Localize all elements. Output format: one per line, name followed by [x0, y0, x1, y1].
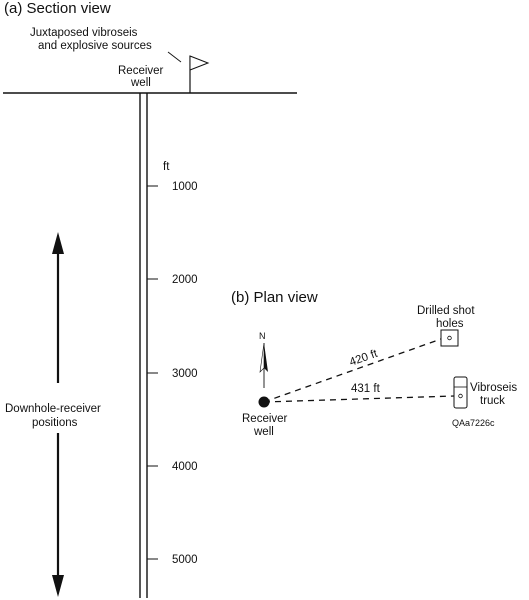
truck-path-dashed-line — [263, 395, 455, 403]
north-arrow-icon — [259, 342, 268, 388]
source-leader-line — [167, 51, 182, 63]
shot-holes-icon — [440, 329, 459, 347]
depth-tick-label: 3000 — [172, 368, 198, 380]
vibroseis-truck-icon — [453, 376, 468, 409]
shot-path-dashed-line — [263, 338, 442, 403]
truck-distance-label: 431 ft — [351, 383, 381, 395]
depth-tick-label: 1000 — [172, 181, 198, 193]
depth-tick-5000: 5000 — [147, 554, 198, 566]
depth-tick-2000: 2000 — [147, 274, 198, 286]
receiver-well-borehole — [139, 93, 148, 598]
plan-view-title: (b) Plan view — [231, 289, 318, 306]
source-flag-icon — [189, 55, 210, 93]
section-view-title: (a) Section view — [4, 0, 111, 17]
shot-holes-label-line1: Drilled shot — [417, 305, 475, 317]
range-label-line1: Downhole-receiver — [5, 403, 101, 415]
shot-distance-label: 420 ft — [348, 348, 380, 369]
source-label-line2: and explosive sources — [38, 40, 152, 52]
receiver-well-dot — [258, 396, 270, 408]
range-label-line2: positions — [32, 417, 78, 429]
depth-unit-label: ft — [163, 161, 170, 173]
depth-tick-4000: 4000 — [147, 461, 198, 473]
depth-tick-3000: 3000 — [147, 368, 198, 380]
figure-code-label: QAa7226c — [452, 418, 495, 428]
well-label-line2: well — [253, 426, 274, 438]
depth-tick-label: 4000 — [172, 461, 198, 473]
receiver-label-line2: well — [130, 77, 151, 89]
shot-holes-label-line2: holes — [436, 318, 464, 330]
depth-tick-label: 2000 — [172, 274, 198, 286]
receiver-label-line1: Receiver — [118, 65, 164, 77]
north-label: N — [259, 331, 266, 341]
depth-tick-label: 5000 — [172, 554, 198, 566]
truck-label-line1: Vibroseis — [470, 382, 517, 394]
well-label-line1: Receiver — [242, 413, 288, 425]
truck-label-line2: truck — [480, 395, 505, 407]
source-label-line1: Juxtaposed vibroseis — [30, 27, 138, 39]
depth-tick-1000: 1000 — [147, 181, 198, 193]
receiver-range-arrow — [52, 232, 64, 597]
